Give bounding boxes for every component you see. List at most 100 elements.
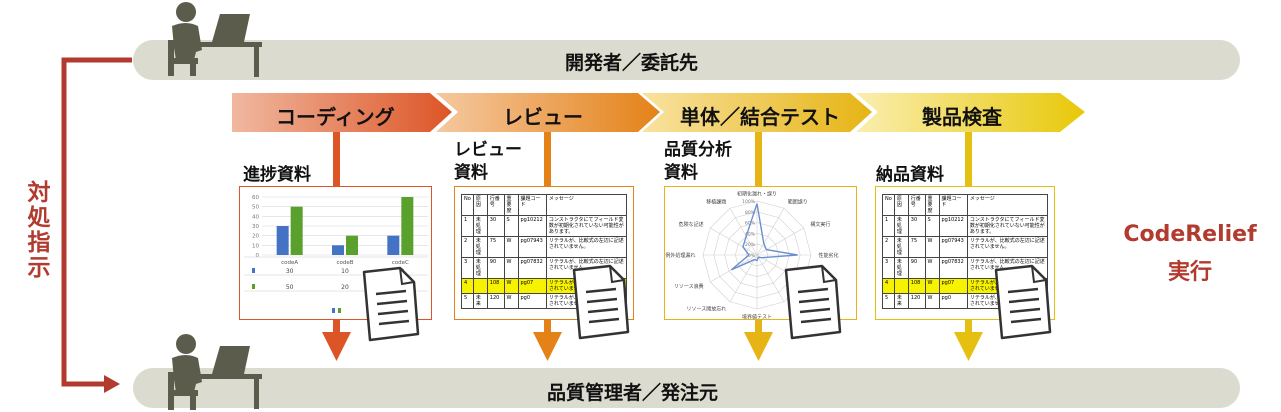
table-cell (472, 278, 488, 294)
process-chevrons (232, 93, 1085, 132)
bar (346, 235, 358, 255)
stage-coding-label: コーディング (276, 105, 395, 129)
table-cell: pg0 (517, 293, 547, 309)
quality-doc-label-line1: 品質分析 (664, 140, 732, 160)
review-doc-label-line1: レビュー (454, 140, 522, 160)
radar-spoke (756, 227, 804, 256)
radar-axis-label: 性能劣化 (819, 252, 839, 259)
x-tick-label: codeA (281, 260, 298, 266)
developer-band-label: 開発者／委託先 (565, 52, 699, 74)
table-cell (893, 278, 909, 294)
radar-spoke (729, 254, 758, 302)
radar-ring-label: 40% (745, 231, 756, 237)
radar-ring-label: 80% (745, 210, 756, 216)
table-header: 原因 (893, 194, 909, 216)
radar-axis-label: リソース開放忘れ (686, 305, 726, 312)
review-doc-label-line2: 資料 (454, 163, 488, 183)
progress-bar-chart: 0102030405060codeAcodeBcodeC301020502060 (244, 195, 428, 313)
stage-inspection-chevron (856, 93, 1085, 132)
table-cell: コンストラクタにてフィールド変数が初期化されていない可能性があります。 (545, 215, 628, 237)
legend-swatch (252, 268, 255, 273)
document-icon (784, 264, 842, 340)
radar-spoke (756, 208, 785, 256)
radar-axis-label: 境界値テスト (742, 314, 772, 319)
document-icon (572, 264, 630, 340)
data-table-value: 20 (341, 284, 349, 291)
document-icon (994, 264, 1052, 340)
table-header: 課題コード (517, 194, 547, 216)
quality-manager-band-label: 品質管理者／発注元 (547, 382, 719, 404)
radar-ring-label: 20% (745, 242, 756, 248)
quality-manager-band (133, 368, 1240, 408)
progress-doc-label: 進捗資料 (243, 165, 311, 185)
table-cell: 108 (907, 278, 926, 294)
x-tick-label: codeB (336, 260, 353, 266)
data-table-value: 50 (286, 284, 294, 291)
document-icon (362, 266, 420, 342)
radar-series (730, 203, 798, 271)
radar-axis-label: 構文実行 (810, 221, 830, 228)
coderelief-title: CodeRelief (1123, 222, 1257, 247)
data-table-value: 10 (341, 268, 349, 275)
table-cell: 未処理 (893, 257, 909, 279)
x-tick-label: codeC (392, 260, 409, 266)
data-table-value: 30 (286, 268, 294, 275)
legend-swatch (338, 308, 341, 313)
y-tick-label: 10 (252, 243, 259, 249)
radar-ring-label: 100% (742, 199, 756, 205)
delivery-doc-label: 納品資料 (876, 165, 944, 185)
legend-swatch (252, 284, 255, 289)
table-cell: 未来 (893, 293, 909, 309)
stage-review-label: レビュー (503, 105, 583, 129)
bar (387, 235, 400, 255)
stage-coding-chevron (232, 93, 452, 132)
table-cell: W (503, 278, 519, 294)
radar-axis-label: 例外処理漏れ (665, 252, 695, 259)
quality-doc-label-line2: 資料 (664, 163, 698, 183)
table-cell: 未来 (472, 293, 488, 309)
y-tick-label: 50 (252, 205, 259, 211)
bar (290, 206, 303, 255)
bar (276, 226, 289, 255)
y-tick-label: 40 (252, 214, 259, 220)
stage-test-label: 単体／結合テスト (680, 105, 840, 129)
quality-manager-person-icon (168, 334, 262, 410)
stage-inspection-label: 製品検査 (922, 105, 1002, 129)
radar-axis-label: リソース浪費 (674, 283, 704, 290)
y-tick-label: 30 (252, 224, 259, 230)
legend-swatch (332, 308, 335, 313)
table-cell: 未処理 (472, 236, 488, 258)
table-cell: pg10212 (517, 215, 547, 237)
developer-band (133, 40, 1240, 80)
table-cell: pg0 (938, 293, 968, 309)
y-tick-label: 0 (256, 253, 260, 259)
radar-axis-label: 範囲誤り (788, 199, 808, 206)
y-tick-label: 60 (252, 195, 259, 201)
instruction-label: 対処指示 (23, 180, 49, 280)
radar-axis-label: 危険な記述 (679, 221, 704, 228)
stage-review-chevron (436, 93, 660, 132)
bar (332, 245, 344, 255)
radar-spoke (756, 254, 785, 302)
stage-test-chevron (642, 93, 872, 132)
table-cell: W (924, 293, 940, 309)
table-header: 重要度 (924, 194, 940, 216)
bar (401, 197, 414, 255)
table-header: 重要度 (503, 194, 519, 216)
table-cell: 5 (882, 293, 895, 309)
y-tick-label: 20 (252, 234, 259, 240)
radar-axis-label: 移植課題 (706, 199, 726, 206)
radar-spoke (729, 208, 758, 256)
table-cell: 未処理 (893, 215, 909, 237)
table-cell: リテラルが、比較式の左辺に記述されていません。 (966, 236, 1049, 258)
radar-ring-label: 0% (748, 253, 756, 259)
radar-axis-label: 初期化漏れ・誤り (737, 190, 777, 197)
